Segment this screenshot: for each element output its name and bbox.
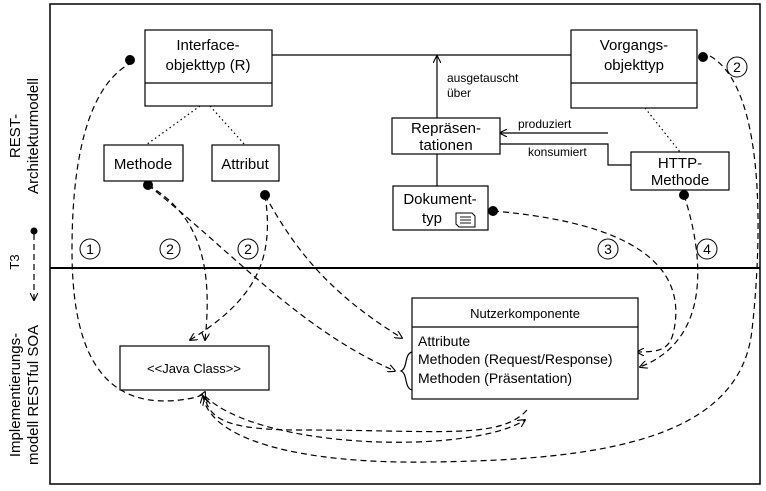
- mapping-nutzer-java: [205, 398, 528, 433]
- mapping-methode-nutzer: [147, 184, 395, 371]
- marker-1: 1: [79, 238, 101, 260]
- node-vorgangs-objekttyp: Vorgangs- objekttyp: [570, 29, 698, 109]
- svg-text:4: 4: [703, 241, 711, 257]
- edge-label-produziert: produziert: [518, 117, 572, 131]
- methode-label: Methode: [114, 156, 172, 173]
- mapping-methode-java: [147, 184, 207, 340]
- dotted-interface-methode: [145, 105, 201, 146]
- source-dot-interface: [125, 55, 135, 65]
- marker-3: 3: [597, 238, 619, 260]
- mapping-2-vorgang: [203, 55, 759, 463]
- svg-text:2: 2: [733, 59, 741, 75]
- marker-4: 4: [696, 238, 718, 260]
- mapping-http-nutzer: [640, 194, 699, 367]
- source-dot-vorgang: [698, 52, 708, 62]
- doku-line1: Dokument-: [403, 191, 476, 208]
- node-interface-objekttyp: Interface- objekttyp (R): [144, 29, 273, 107]
- section-label-rest-line1: REST-: [7, 114, 24, 158]
- svg-text:3: 3: [604, 241, 612, 257]
- source-dot-http: [679, 190, 689, 200]
- diagram-frame: [49, 3, 761, 485]
- interface-line1: Interface-: [176, 37, 239, 54]
- dotted-interface-attribut: [209, 105, 246, 146]
- attribut-label: Attribut: [221, 156, 269, 173]
- source-dot-dokument: [488, 206, 498, 216]
- node-attribut: Attribut: [211, 144, 280, 182]
- mapping-1-interface: [71, 61, 205, 402]
- section-label-impl-line1: Implementierungs-: [7, 333, 24, 457]
- node-http-methode: HTTP- Methode: [630, 151, 730, 191]
- svg-text:2: 2: [166, 241, 174, 257]
- t3-boundary-indicator: T3: [7, 227, 38, 301]
- section-label-rest-line2: Architekturmodell: [25, 78, 42, 194]
- repr-line2: tationen: [419, 137, 472, 154]
- marker-2-methode: 2: [159, 238, 181, 260]
- nutzer-title: Nutzerkomponente: [470, 306, 580, 321]
- marker-2-vorgang: 2: [726, 56, 748, 78]
- boundary-label: T3: [7, 254, 22, 269]
- source-dot-methode: [143, 180, 153, 190]
- nutzer-item-methoden-praesentation: Methoden (Präsentation): [418, 370, 572, 386]
- java-class-label: <<Java Class>>: [147, 361, 241, 376]
- source-dot-attribut: [260, 190, 270, 200]
- mapping-attribut-nutzer: [264, 194, 402, 338]
- vorgang-line2: objekttyp: [604, 57, 664, 74]
- konsumiert-line: [500, 143, 631, 166]
- edge-label-konsumiert: konsumiert: [528, 145, 587, 159]
- node-java-class: <<Java Class>>: [119, 345, 270, 391]
- mapping-attribut-java: [190, 194, 269, 340]
- http-line1: HTTP-: [658, 155, 702, 172]
- section-label-rest: REST- Architekturmodell: [7, 78, 42, 194]
- doku-line2: typ: [422, 210, 442, 227]
- section-label-implementation: Implementierungs- modell RESTful SOA: [7, 325, 42, 465]
- edge-label-ausgetauscht: ausgetauscht: [447, 71, 519, 85]
- methods-brace: [399, 351, 413, 391]
- node-nutzerkomponente: Nutzerkomponente Attribute Methoden (Req…: [399, 297, 639, 400]
- dotted-vorgang-http: [644, 107, 681, 153]
- marker-2-attribut: 2: [237, 238, 259, 260]
- svg-text:1: 1: [86, 241, 94, 257]
- section-label-impl-line2: modell RESTful SOA: [25, 325, 42, 465]
- http-line2: Methode: [651, 172, 709, 189]
- interface-line2: objekttyp (R): [165, 57, 250, 74]
- svg-text:2: 2: [244, 241, 252, 257]
- vorgang-line1: Vorgangs-: [600, 37, 668, 54]
- nutzer-item-methoden-request: Methoden (Request/Response): [418, 351, 613, 367]
- mapping-doku-nutzer: [492, 210, 677, 352]
- node-methode: Methode: [103, 144, 184, 182]
- nutzer-item-attribute: Attribute: [418, 333, 470, 349]
- edge-label-ueber: über: [447, 86, 471, 100]
- mapping-java-nutzer-up: [204, 395, 525, 443]
- document-icon: [455, 212, 476, 228]
- node-dokumenttyp: Dokument- typ: [392, 185, 489, 231]
- node-repraesentationen: Repräsen- tationen: [391, 117, 501, 155]
- repr-line1: Repräsen-: [411, 120, 481, 137]
